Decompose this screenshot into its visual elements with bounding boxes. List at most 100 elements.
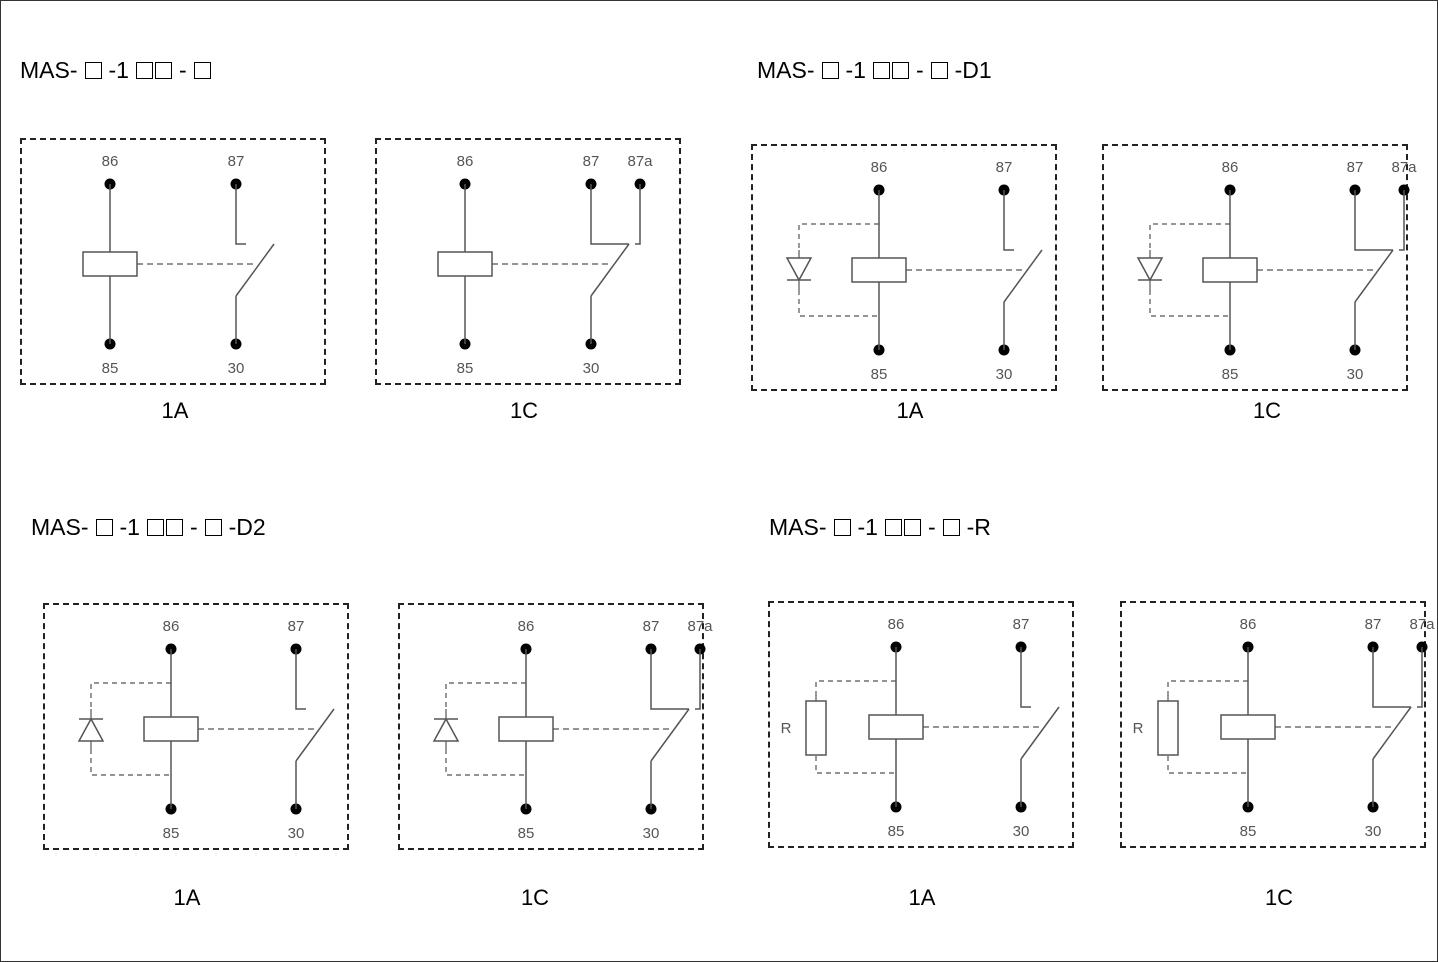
pin-86-label: 86 (1222, 159, 1239, 176)
relay-schematic-1a: 86 85 87 30 (751, 144, 1057, 391)
relay-coil (143, 716, 199, 742)
model-code-segment: MAS- (20, 56, 78, 83)
pin-87-label: 87 (996, 159, 1013, 176)
pin-87-label: 87 (583, 153, 600, 170)
pin-87-label: 87 (288, 618, 305, 635)
pin-85-label: 85 (871, 366, 888, 383)
pin-87-label: 87 (643, 618, 660, 635)
pin-86-label: 86 (518, 618, 535, 635)
model-code-segment: - (189, 513, 198, 540)
pin-86-label: 86 (871, 159, 888, 176)
model-code-segment: -1 (108, 56, 129, 83)
option-placeholder-box (165, 518, 183, 536)
pin-87-label: 87 (1365, 616, 1382, 633)
option-placeholder-box (872, 61, 890, 79)
suppression-wire-bottom (445, 749, 526, 776)
relay-coil (82, 251, 138, 277)
relay-coil (498, 716, 554, 742)
diode (1136, 257, 1164, 282)
option-placeholder-box (833, 518, 851, 536)
no-contact (1354, 190, 1393, 251)
suppression-wire-top (815, 680, 896, 707)
option-placeholder-box (891, 61, 909, 79)
nc-contact (1399, 190, 1405, 251)
option-placeholder-box (95, 518, 113, 536)
diode (77, 717, 105, 742)
option-placeholder-box (903, 518, 921, 536)
pin-85-label: 85 (518, 825, 535, 842)
nc-contact (695, 649, 701, 710)
no-contact (590, 184, 629, 245)
contact-form-caption: 1C (1264, 885, 1294, 910)
pin-30-label: 30 (228, 360, 245, 377)
option-placeholder-box (135, 61, 153, 79)
option-placeholder-box (942, 518, 960, 536)
pin-30-label: 30 (583, 360, 600, 377)
model-code-segment: -D2 (228, 513, 266, 540)
pin-86-label: 86 (457, 153, 474, 170)
pin-30-label: 30 (996, 366, 1013, 383)
contact-form-caption: 1C (509, 398, 539, 423)
no-contact (650, 649, 689, 710)
suppression-wire-bottom (1167, 747, 1248, 774)
relay-schematic-1c: 86 85 87 30 87a (375, 138, 681, 385)
pin-85-label: 85 (888, 823, 905, 840)
model-code-segment: -D1 (954, 56, 992, 83)
switch-blade (235, 243, 275, 297)
nc-contact (1417, 647, 1423, 708)
model-code-segment: MAS- (769, 513, 827, 540)
suppression-wire-top (1167, 680, 1248, 707)
suppression-wire-top (1149, 223, 1230, 250)
pin-86-label: 86 (163, 618, 180, 635)
switch-blade (590, 243, 630, 297)
no-contact (295, 649, 306, 710)
pin-87a-label: 87a (627, 153, 653, 170)
relay-coil (1220, 714, 1276, 740)
relay-coil (868, 714, 924, 740)
resistor-label: R (781, 720, 792, 737)
pin-85-label: 85 (457, 360, 474, 377)
suppression-wire-bottom (815, 747, 896, 774)
resistor (1157, 700, 1179, 756)
diode (432, 717, 460, 742)
option-placeholder-box (193, 61, 211, 79)
pin-86-label: 86 (1240, 616, 1257, 633)
switch-blade (650, 708, 690, 762)
suppression-wire-top (445, 682, 526, 709)
pin-85-label: 85 (102, 360, 119, 377)
option-placeholder-box (84, 61, 102, 79)
pin-30-label: 30 (1347, 366, 1364, 383)
contact-form-caption: 1A (908, 885, 936, 910)
switch-blade (1020, 706, 1060, 760)
diode (785, 257, 813, 282)
contact-form-caption: 1A (161, 398, 189, 423)
contact-form-caption: 1C (520, 885, 550, 910)
switch-blade (1354, 249, 1394, 303)
model-code-title: MAS- -1 - (20, 55, 218, 85)
pin-30-label: 30 (643, 825, 660, 842)
switch-blade (1372, 706, 1412, 760)
option-placeholder-box (930, 61, 948, 79)
schematic-svg: 86 85 87 30 87a (1136, 159, 1417, 383)
pin-85-label: 85 (1222, 366, 1239, 383)
relay-schematic-1c: 86 85 87 30 87a (1102, 144, 1417, 391)
option-placeholder-box (154, 61, 172, 79)
contact-form-caption: 1A (896, 398, 924, 423)
resistor-label: R (1133, 720, 1144, 737)
model-code-segment: -1 (857, 513, 878, 540)
schematic-svg: 86 85 87 30 (785, 159, 1043, 383)
switch-blade (1003, 249, 1043, 303)
relay-coil (1202, 257, 1258, 283)
model-code-segment: - (178, 56, 187, 83)
schematic-svg: 86 85 87 30 87a (437, 153, 653, 377)
pin-85-label: 85 (1240, 823, 1257, 840)
pin-87a-label: 87a (1391, 159, 1417, 176)
model-code-segment: -1 (119, 513, 140, 540)
pin-87-label: 87 (1347, 159, 1364, 176)
